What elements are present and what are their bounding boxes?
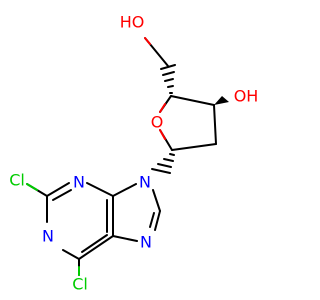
hashed-bond-c4-c5	[160, 64, 176, 94]
atom-labels: HO OH O N N N N Cl Cl	[9, 13, 258, 294]
hydroxyl-label-top: HO	[120, 13, 145, 32]
bond-c8-n7	[154, 210, 161, 231]
bond-c6-c5-inner	[81, 234, 108, 253]
bond-segment-cl2	[26, 183, 38, 191]
bond-c4-n3	[86, 182, 114, 197]
purine-bonds	[26, 182, 161, 276]
bond-n9-c4	[112, 183, 137, 197]
bond-segment-o4-top	[159, 103, 166, 113]
bond-c2-c3	[213, 104, 217, 145]
molecule-structure: HO OH O N N N N Cl Cl	[9, 13, 258, 294]
nitrogen-n9-label: N	[139, 173, 151, 192]
chlorine-label-top: Cl	[9, 171, 25, 190]
hashed-bond-c1-n9	[151, 153, 175, 174]
bond-c6-c5	[78, 235, 114, 260]
bond-n7-c5	[112, 235, 138, 242]
hydroxyl-label-right: OH	[234, 87, 259, 106]
bond-n3-c2-inner	[52, 189, 72, 201]
nitrogen-n7-label: N	[140, 233, 152, 252]
chlorine-label-bottom: Cl	[72, 275, 88, 294]
ring-oxygen-label: O	[151, 113, 164, 132]
bond-n1-c6	[62, 249, 80, 260]
nitrogen-n1-label: N	[42, 227, 54, 246]
colored-bond-segments	[26, 37, 166, 276]
bond-c8-n7-inner	[149, 212, 155, 228]
bond-n3-c2	[46, 182, 70, 197]
nitrogen-n3-label: N	[73, 173, 85, 192]
sugar-ring-bonds	[159, 95, 217, 151]
bond-c1-c2	[171, 143, 217, 151]
bond-n9-c8	[152, 189, 161, 212]
bond-segment-o4-bottom	[159, 129, 166, 140]
wedge-bond-c3-oh	[214, 96, 229, 105]
bond-c3-c4	[170, 95, 215, 106]
bond-segment-o5	[144, 37, 151, 45]
